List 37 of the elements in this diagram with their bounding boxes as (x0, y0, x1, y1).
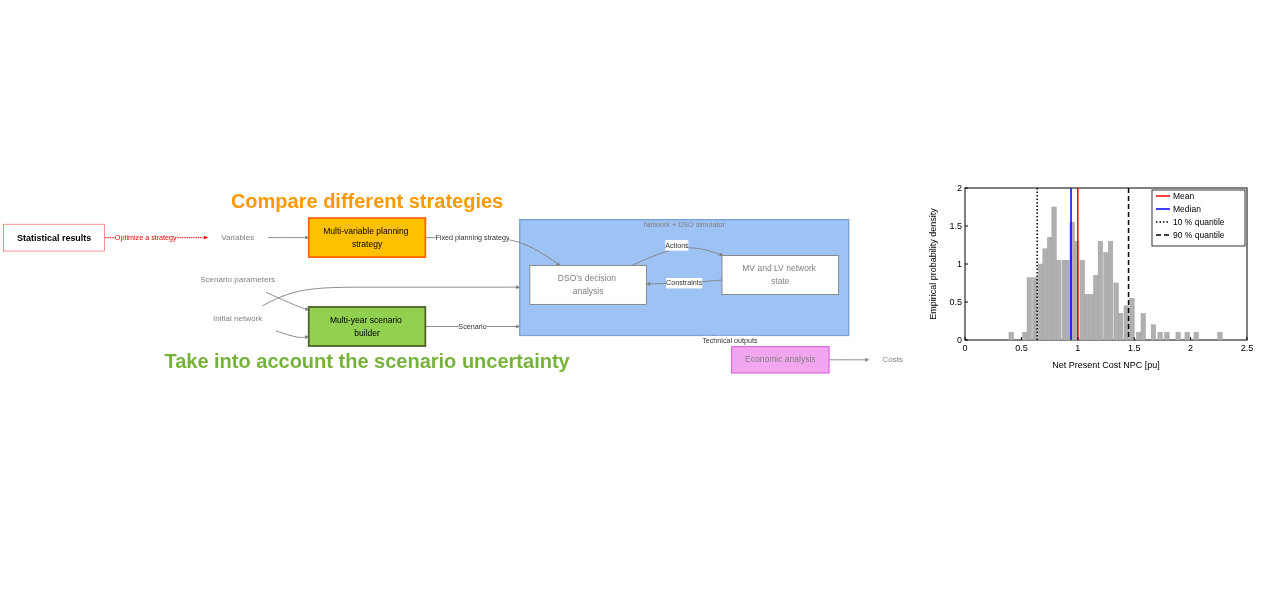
y-axis-title: Empirical probability density (928, 208, 938, 320)
x-tick: 2 (1188, 336, 1194, 353)
y-tick: 1.5 (949, 221, 969, 231)
y-tick-label: 1.5 (949, 221, 962, 231)
node-box: MV and LV network state (721, 255, 840, 295)
y-tick-label: 1 (956, 259, 962, 269)
node-box: Statistical results (3, 223, 105, 252)
x-tick: 1.5 (1127, 336, 1141, 353)
node-box: Economic analysis (730, 346, 830, 374)
x-tick: 2.5 (1240, 336, 1254, 353)
y-tick-label: 2 (956, 183, 962, 193)
node-box: Multi-variable planning strategy (307, 217, 427, 258)
node-label: Compare different strategies (230, 190, 504, 214)
x-axis-title: Net Present Cost NPC [pu] (1052, 360, 1160, 370)
legend-text: 10 % quantile (1173, 217, 1225, 227)
node-text: Costs (882, 355, 903, 365)
node-label: Take into account the scenario uncertainty (164, 350, 570, 373)
x-tick: 0.5 (1015, 336, 1028, 353)
node-text: Scenario parameters (200, 274, 276, 284)
x-tick-label: 2 (1188, 343, 1194, 353)
y-tick: 0.5 (949, 297, 969, 307)
y-tick-label: 0 (956, 335, 962, 345)
node-box: Multi-year scenario builder (307, 306, 427, 347)
y-tick: 2 (957, 183, 969, 193)
legend-text: 90 % quantile (1173, 230, 1225, 240)
y-tick: 1 (957, 259, 969, 269)
x-tick: 1 (1075, 336, 1081, 353)
node-text: Initial network (212, 313, 263, 323)
x-tick-label: 2.5 (1240, 343, 1254, 353)
x-tick-label: 1 (1075, 343, 1081, 353)
y-tick-label: 0.5 (949, 297, 962, 307)
node-text: Variables (221, 232, 255, 242)
legend-text: Median (1173, 204, 1201, 214)
x-tick-label: 0.5 (1015, 343, 1028, 353)
legend-text: Mean (1173, 191, 1195, 201)
x-tick-label: 1.5 (1127, 343, 1141, 353)
node-box: DSO’s decision analysis (529, 264, 647, 305)
